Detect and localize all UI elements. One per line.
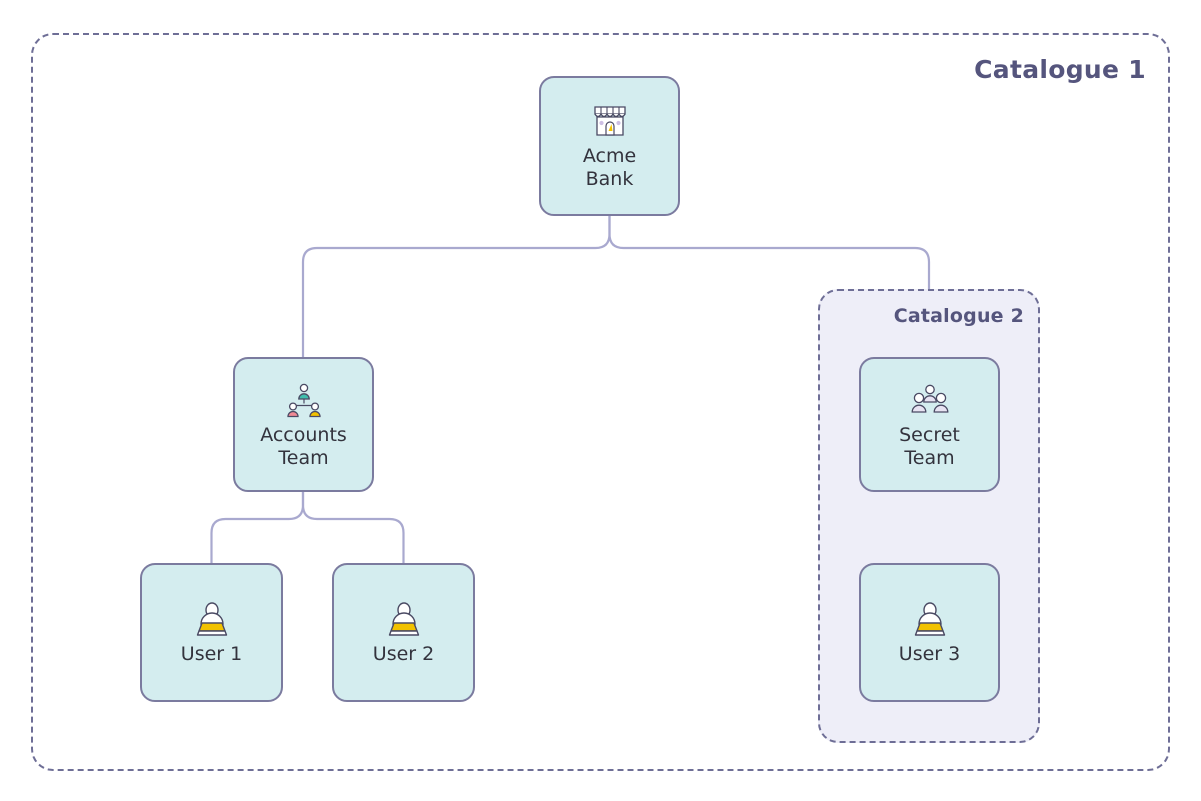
person-laptop-icon	[388, 602, 419, 636]
node-secret-team[interactable]: Secret Team	[859, 357, 1000, 492]
catalogue-2-label: Catalogue 2	[893, 305, 1024, 327]
people-group-icon	[911, 384, 948, 413]
catalogue-1-label: Catalogue 1	[974, 55, 1146, 84]
person-laptop-icon	[914, 602, 945, 636]
node-label: User 1	[180, 643, 243, 666]
node-label: User 2	[372, 643, 435, 666]
node-user-3[interactable]: User 3	[859, 563, 1000, 702]
node-label: Secret Team	[899, 423, 960, 469]
node-label: User 3	[898, 643, 961, 666]
node-label: Acme Bank	[582, 145, 637, 190]
node-accounts-team[interactable]: Accounts Team	[233, 357, 374, 492]
org-chart-icon	[286, 383, 321, 417]
storefront-icon	[593, 106, 626, 136]
node-user-2[interactable]: User 2	[332, 563, 475, 702]
person-laptop-icon	[196, 602, 227, 636]
catalogue-1-container[interactable]: Catalogue 1	[31, 33, 1170, 771]
node-user-1[interactable]: User 1	[140, 563, 283, 702]
node-acme-bank[interactable]: Acme Bank	[539, 76, 680, 216]
node-label: Accounts Team	[260, 423, 347, 469]
